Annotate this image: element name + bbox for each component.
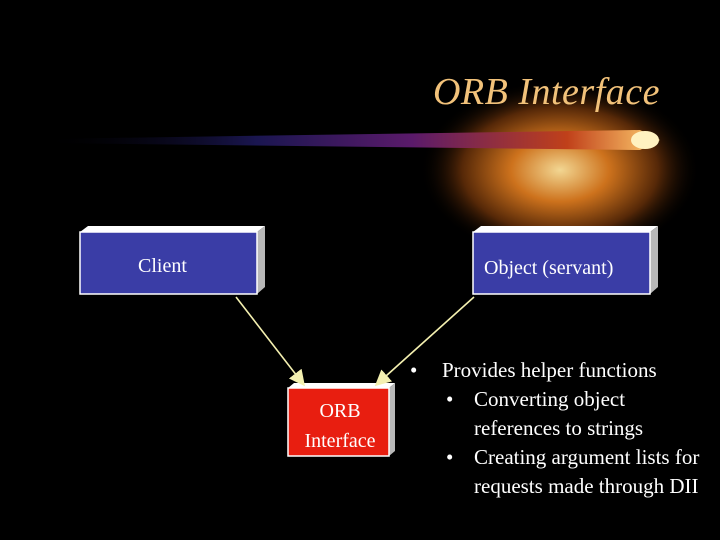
- object-box: [472, 226, 658, 295]
- orb-interface-box: [287, 383, 395, 457]
- bullet-sub-2: • Creating argument lists for requests m…: [410, 443, 715, 501]
- client-to-orb-arrow: [235, 296, 305, 387]
- client-label: Client: [138, 255, 187, 277]
- orb-interface-label: ORB Interface: [290, 396, 390, 456]
- bullet-dot-icon: •: [410, 358, 418, 382]
- orb-label-line1: ORB: [319, 400, 361, 422]
- comet-streak-decoration: [40, 80, 700, 260]
- bullet-sub-1: • Converting object references to string…: [410, 385, 715, 443]
- object-to-orb-arrow: [374, 296, 475, 387]
- bullet-main: • Provides helper functions: [410, 356, 715, 385]
- slide-title: ORB Interface: [432, 71, 660, 113]
- bullet-dot-icon: •: [446, 445, 454, 469]
- bullet-main-text: Provides helper functions: [442, 358, 657, 382]
- orb-label-line2: Interface: [304, 430, 376, 452]
- bullet-dot-icon: •: [446, 387, 454, 411]
- bullet-sub-2-text: Creating argument lists for requests mad…: [474, 445, 700, 498]
- bullet-sub-1-text: Converting object references to strings: [474, 387, 644, 440]
- object-label: Object (servant): [484, 257, 614, 279]
- bullet-list: • Provides helper functions • Converting…: [410, 356, 715, 501]
- client-box: [79, 226, 265, 295]
